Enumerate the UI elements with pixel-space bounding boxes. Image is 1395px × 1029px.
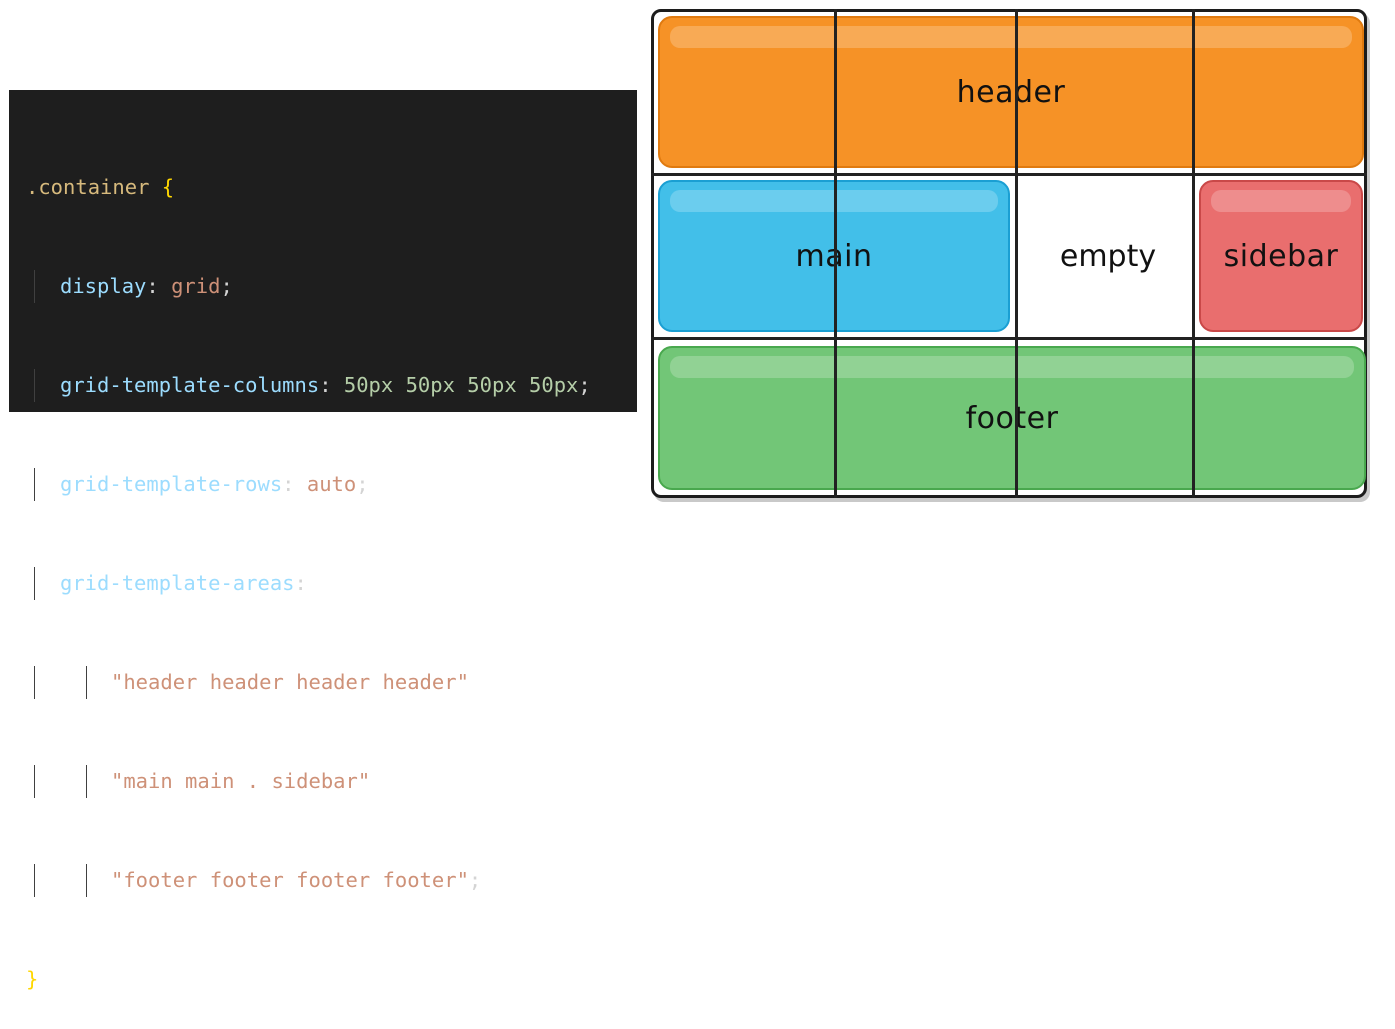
code-line-columns: grid-template-columns: 50px 50px 50px 50… xyxy=(34,369,637,402)
code-line-rows: grid-template-rows: auto; xyxy=(34,468,637,501)
header-label: header xyxy=(956,74,1066,110)
main-label: main xyxy=(796,239,873,274)
columns-property: grid-template-columns xyxy=(60,373,320,397)
semicolon: ; xyxy=(356,472,369,496)
gloss-highlight xyxy=(670,356,1354,378)
css-selector: .container xyxy=(26,175,150,199)
colon: : xyxy=(282,472,295,496)
nested-block: "footer footer footer footer"; xyxy=(86,864,637,897)
code-line-close: } xyxy=(26,963,637,996)
display-value: grid xyxy=(171,274,221,298)
code-line-display: display: grid; xyxy=(34,270,637,303)
display-property: display xyxy=(60,274,147,298)
grid-diagram: header main empty sidebar footer xyxy=(651,9,1367,498)
colon: : xyxy=(294,571,307,595)
code-panel: .container { display: grid; grid-templat… xyxy=(9,90,637,991)
sidebar-label: sidebar xyxy=(1223,238,1339,274)
grid-line-vertical-2 xyxy=(1015,9,1018,498)
gloss-highlight xyxy=(1211,190,1351,212)
rows-value: auto xyxy=(306,472,357,496)
columns-value: 50px 50px 50px 50px xyxy=(343,373,579,397)
close-brace: } xyxy=(26,967,39,991)
rows-property: grid-template-rows xyxy=(60,472,283,496)
nested-block: "header header header header" xyxy=(86,666,637,699)
header-area: header xyxy=(658,16,1364,168)
areas-row-footer: "footer footer footer footer" xyxy=(111,868,469,892)
footer-area: footer xyxy=(658,346,1366,490)
colon: : xyxy=(319,373,332,397)
semicolon: ; xyxy=(468,868,482,892)
code-line-areas-row1: "header header header header" xyxy=(34,666,637,699)
grid-line-horizontal-2 xyxy=(651,337,1367,340)
grid-line-vertical-3 xyxy=(1192,9,1195,498)
areas-row-header: "header header header header" xyxy=(111,670,469,694)
semicolon: ; xyxy=(220,274,233,298)
gloss-highlight xyxy=(670,26,1352,48)
areas-property: grid-template-areas xyxy=(60,571,295,595)
empty-cell: empty xyxy=(1019,180,1197,332)
nested-block: "main main . sidebar" xyxy=(86,765,637,798)
semicolon: ; xyxy=(578,373,591,397)
open-brace: { xyxy=(161,175,175,199)
code-line-selector: .container { xyxy=(26,171,637,204)
grid-line-vertical-1 xyxy=(834,9,837,498)
footer-label: footer xyxy=(965,400,1059,436)
areas-row-main: "main main . sidebar" xyxy=(111,769,371,793)
sidebar-area: sidebar xyxy=(1199,180,1363,332)
code-line-areas: grid-template-areas: xyxy=(34,567,637,600)
code-line-areas-row3: "footer footer footer footer"; xyxy=(34,864,637,897)
empty-label: empty xyxy=(1059,238,1157,274)
grid-line-horizontal-1 xyxy=(651,173,1367,176)
code-line-areas-row2: "main main . sidebar" xyxy=(34,765,637,798)
colon: : xyxy=(146,274,159,298)
